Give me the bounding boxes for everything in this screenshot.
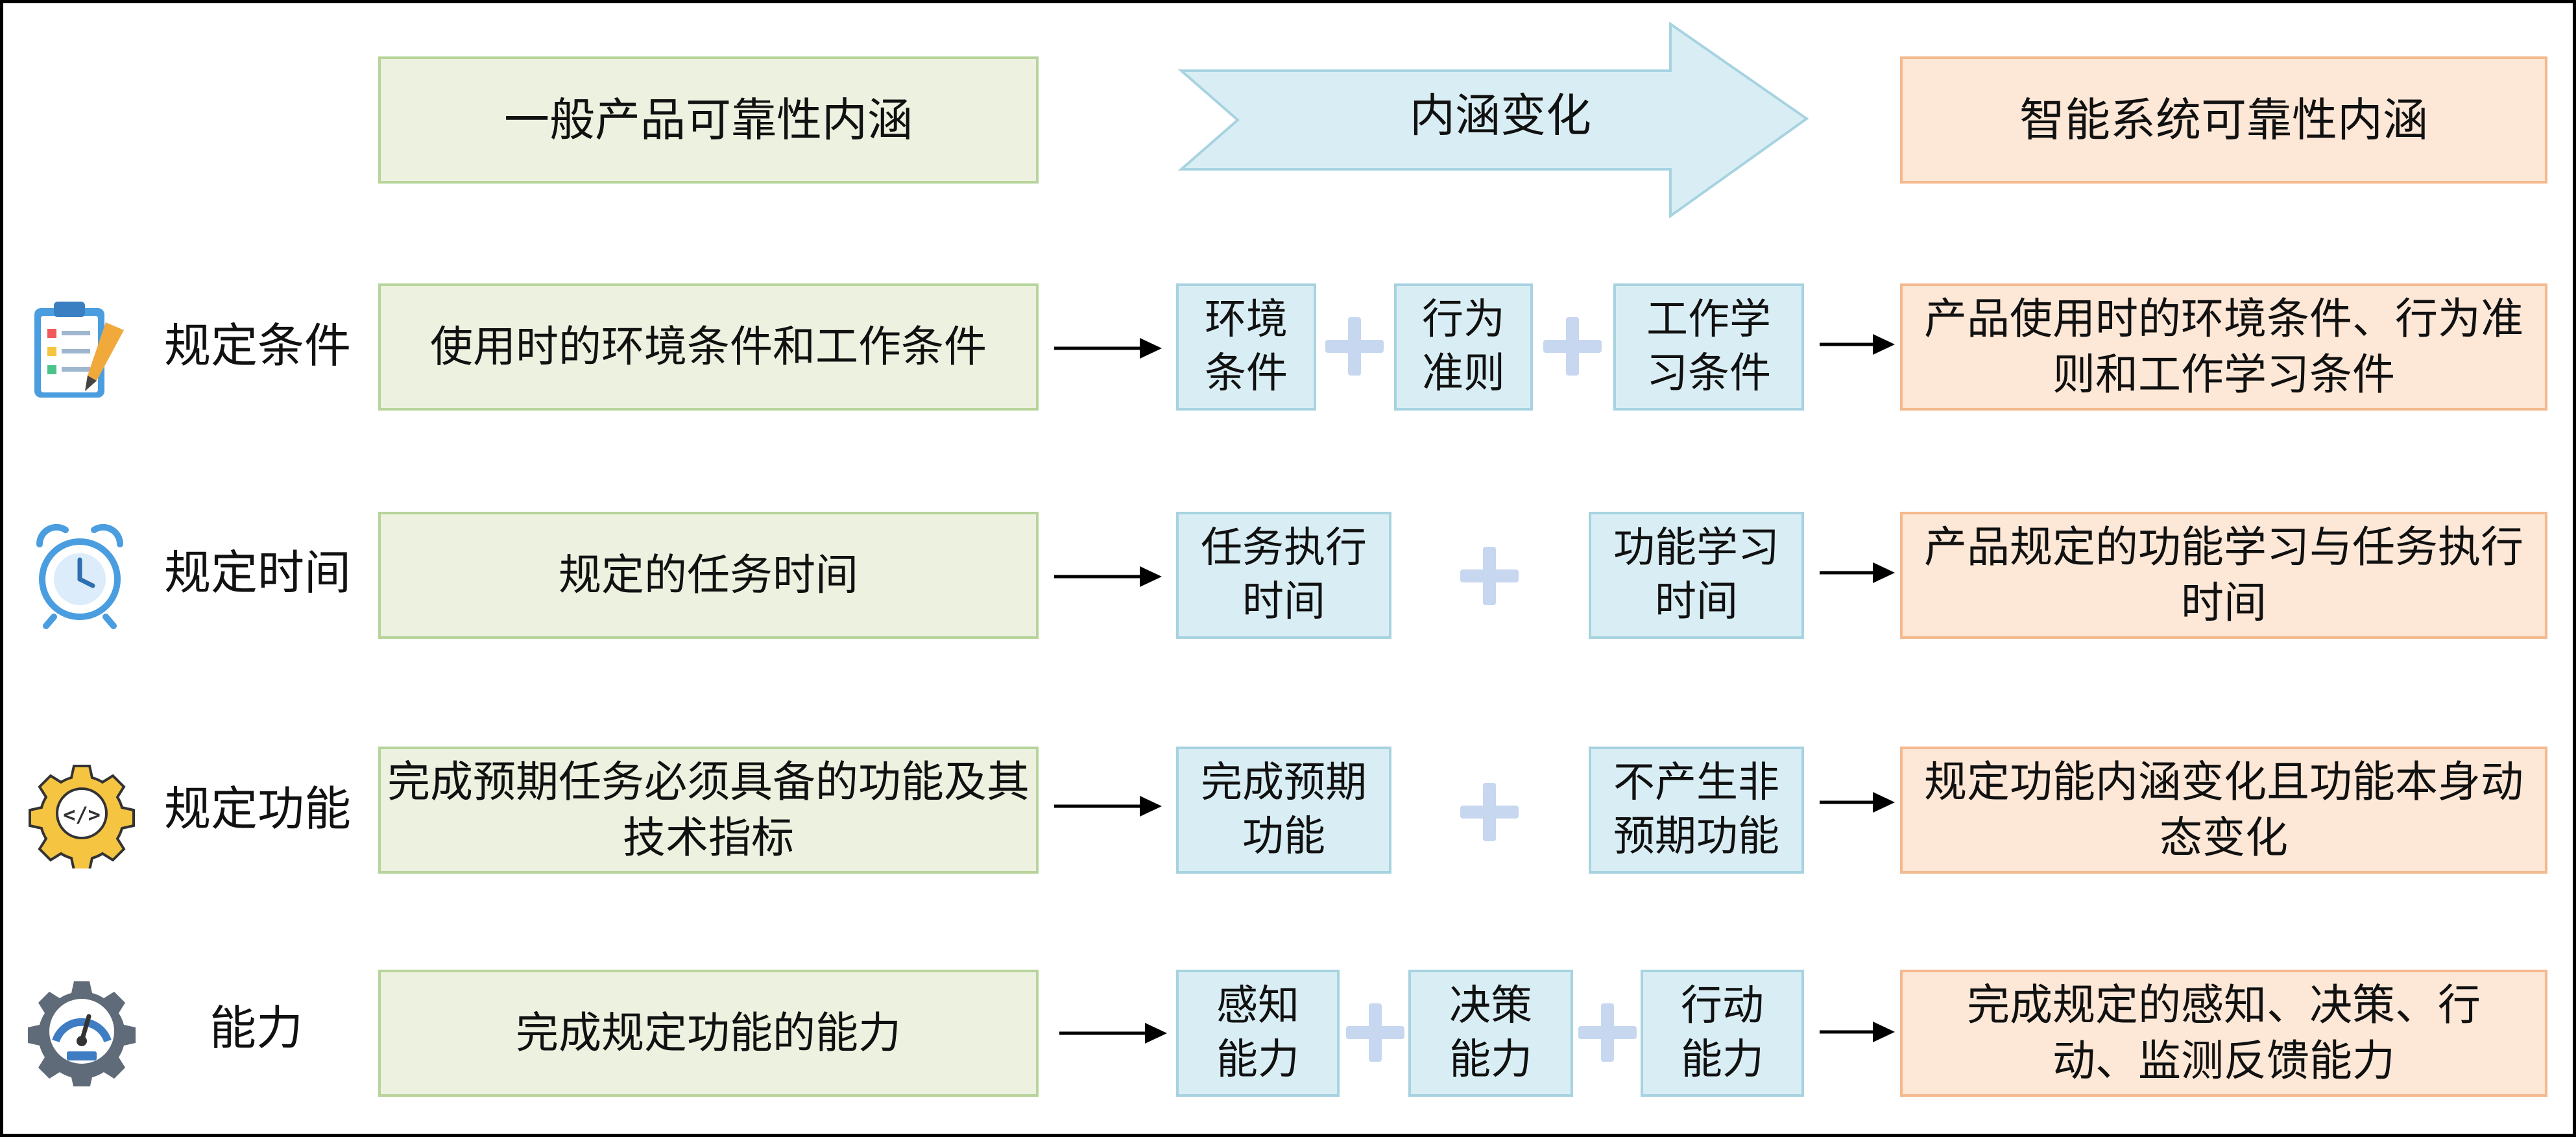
row2-arrow-out <box>1820 562 1895 583</box>
row3-intelligent-text: 规定功能内涵变化且功能本身动态变化 <box>1924 757 2523 863</box>
row1-part-behavior-text: 行为准则 <box>1422 295 1505 398</box>
alarm-clock-icon <box>36 523 124 629</box>
row1-general: 使用时的环境条件和工作条件 <box>378 283 1039 411</box>
header-intelligent: 智能系统可靠性内涵 <box>1900 56 2547 184</box>
row4-part-perception: 感知能力 <box>1176 970 1340 1097</box>
row3-arrow-in <box>1054 796 1162 817</box>
gear-code-icon: </> <box>29 765 135 868</box>
plus-icon <box>1325 317 1384 376</box>
plus-icon <box>1460 547 1519 605</box>
row4-part-action: 行动能力 <box>1641 970 1804 1097</box>
row4-intelligent-text: 完成规定的感知、决策、行动、监测反馈能力 <box>1967 980 2481 1086</box>
row4-part-decision-text: 决策能力 <box>1449 981 1532 1084</box>
row3-arrow-out <box>1820 792 1895 813</box>
row3-label: 规定功能 <box>164 782 352 836</box>
row3-general: 完成预期任务必须具备的功能及其技术指标 <box>378 747 1039 874</box>
plus-icon <box>1460 783 1519 841</box>
row1-intelligent: 产品使用时的环境条件、行为准则和工作学习条件 <box>1900 283 2547 411</box>
row2-part-task-exec: 任务执行时间 <box>1176 512 1391 639</box>
plus-icon <box>1578 1003 1637 1062</box>
row1-arrow-in <box>1054 338 1162 359</box>
svg-text:</>: </> <box>63 802 101 827</box>
row1-part-work-learning: 工作学习条件 <box>1613 283 1804 411</box>
row2-part-func-learning-text: 功能学习时间 <box>1613 523 1779 626</box>
row4-general: 完成规定功能的能力 <box>378 970 1039 1097</box>
row3-part-expected: 完成预期功能 <box>1176 747 1391 874</box>
row3-part-unexpected: 不产生非预期功能 <box>1589 747 1804 874</box>
row1-label: 规定条件 <box>164 318 352 373</box>
row3-part-expected-text: 完成预期功能 <box>1201 758 1367 861</box>
row1-intelligent-text: 产品使用时的环境条件、行为准则和工作学习条件 <box>1924 294 2523 400</box>
row4-part-action-text: 行动能力 <box>1681 981 1764 1084</box>
header-general-text: 一般产品可靠性内涵 <box>504 93 913 147</box>
row4-arrow-in <box>1059 1023 1167 1044</box>
row4-general-text: 完成规定功能的能力 <box>516 1008 901 1059</box>
header-change-arrow <box>1177 21 1809 219</box>
header-change-label: 内涵变化 <box>1410 89 1591 142</box>
row2-general: 规定的任务时间 <box>378 512 1039 639</box>
header-general: 一般产品可靠性内涵 <box>378 56 1039 184</box>
row2-part-task-exec-text: 任务执行时间 <box>1201 523 1367 626</box>
row1-part-environment-text: 环境条件 <box>1205 295 1288 398</box>
row1-arrow-out <box>1820 334 1895 355</box>
row1-part-environment: 环境条件 <box>1176 283 1316 411</box>
row4-intelligent: 完成规定的感知、决策、行动、监测反馈能力 <box>1900 970 2547 1097</box>
row2-part-func-learning: 功能学习时间 <box>1589 512 1804 639</box>
row2-general-text: 规定的任务时间 <box>559 550 858 601</box>
row3-intelligent: 规定功能内涵变化且功能本身动态变化 <box>1900 747 2547 874</box>
row2-intelligent-text: 产品规定的功能学习与任务执行时间 <box>1924 522 2523 628</box>
row3-general-text: 完成预期任务必须具备的功能及其技术指标 <box>387 757 1029 863</box>
row4-part-perception-text: 感知能力 <box>1216 981 1299 1084</box>
row4-label: 能力 <box>210 1001 304 1055</box>
row1-general-text: 使用时的环境条件和工作条件 <box>430 322 987 372</box>
row2-arrow-in <box>1054 566 1162 587</box>
header-intelligent-text: 智能系统可靠性内涵 <box>2019 93 2428 147</box>
row4-arrow-out <box>1820 1022 1895 1042</box>
plus-icon <box>1346 1003 1404 1062</box>
row3-part-unexpected-text: 不产生非预期功能 <box>1613 758 1779 861</box>
row1-part-behavior: 行为准则 <box>1394 283 1533 411</box>
row2-label: 规定时间 <box>164 545 352 600</box>
row2-intelligent: 产品规定的功能学习与任务执行时间 <box>1900 512 2547 639</box>
plus-icon <box>1543 317 1602 376</box>
gauge-gear-icon <box>28 981 136 1086</box>
row4-part-decision: 决策能力 <box>1408 970 1573 1097</box>
checklist-icon <box>34 302 124 398</box>
row1-part-work-learning-text: 工作学习条件 <box>1646 295 1771 398</box>
